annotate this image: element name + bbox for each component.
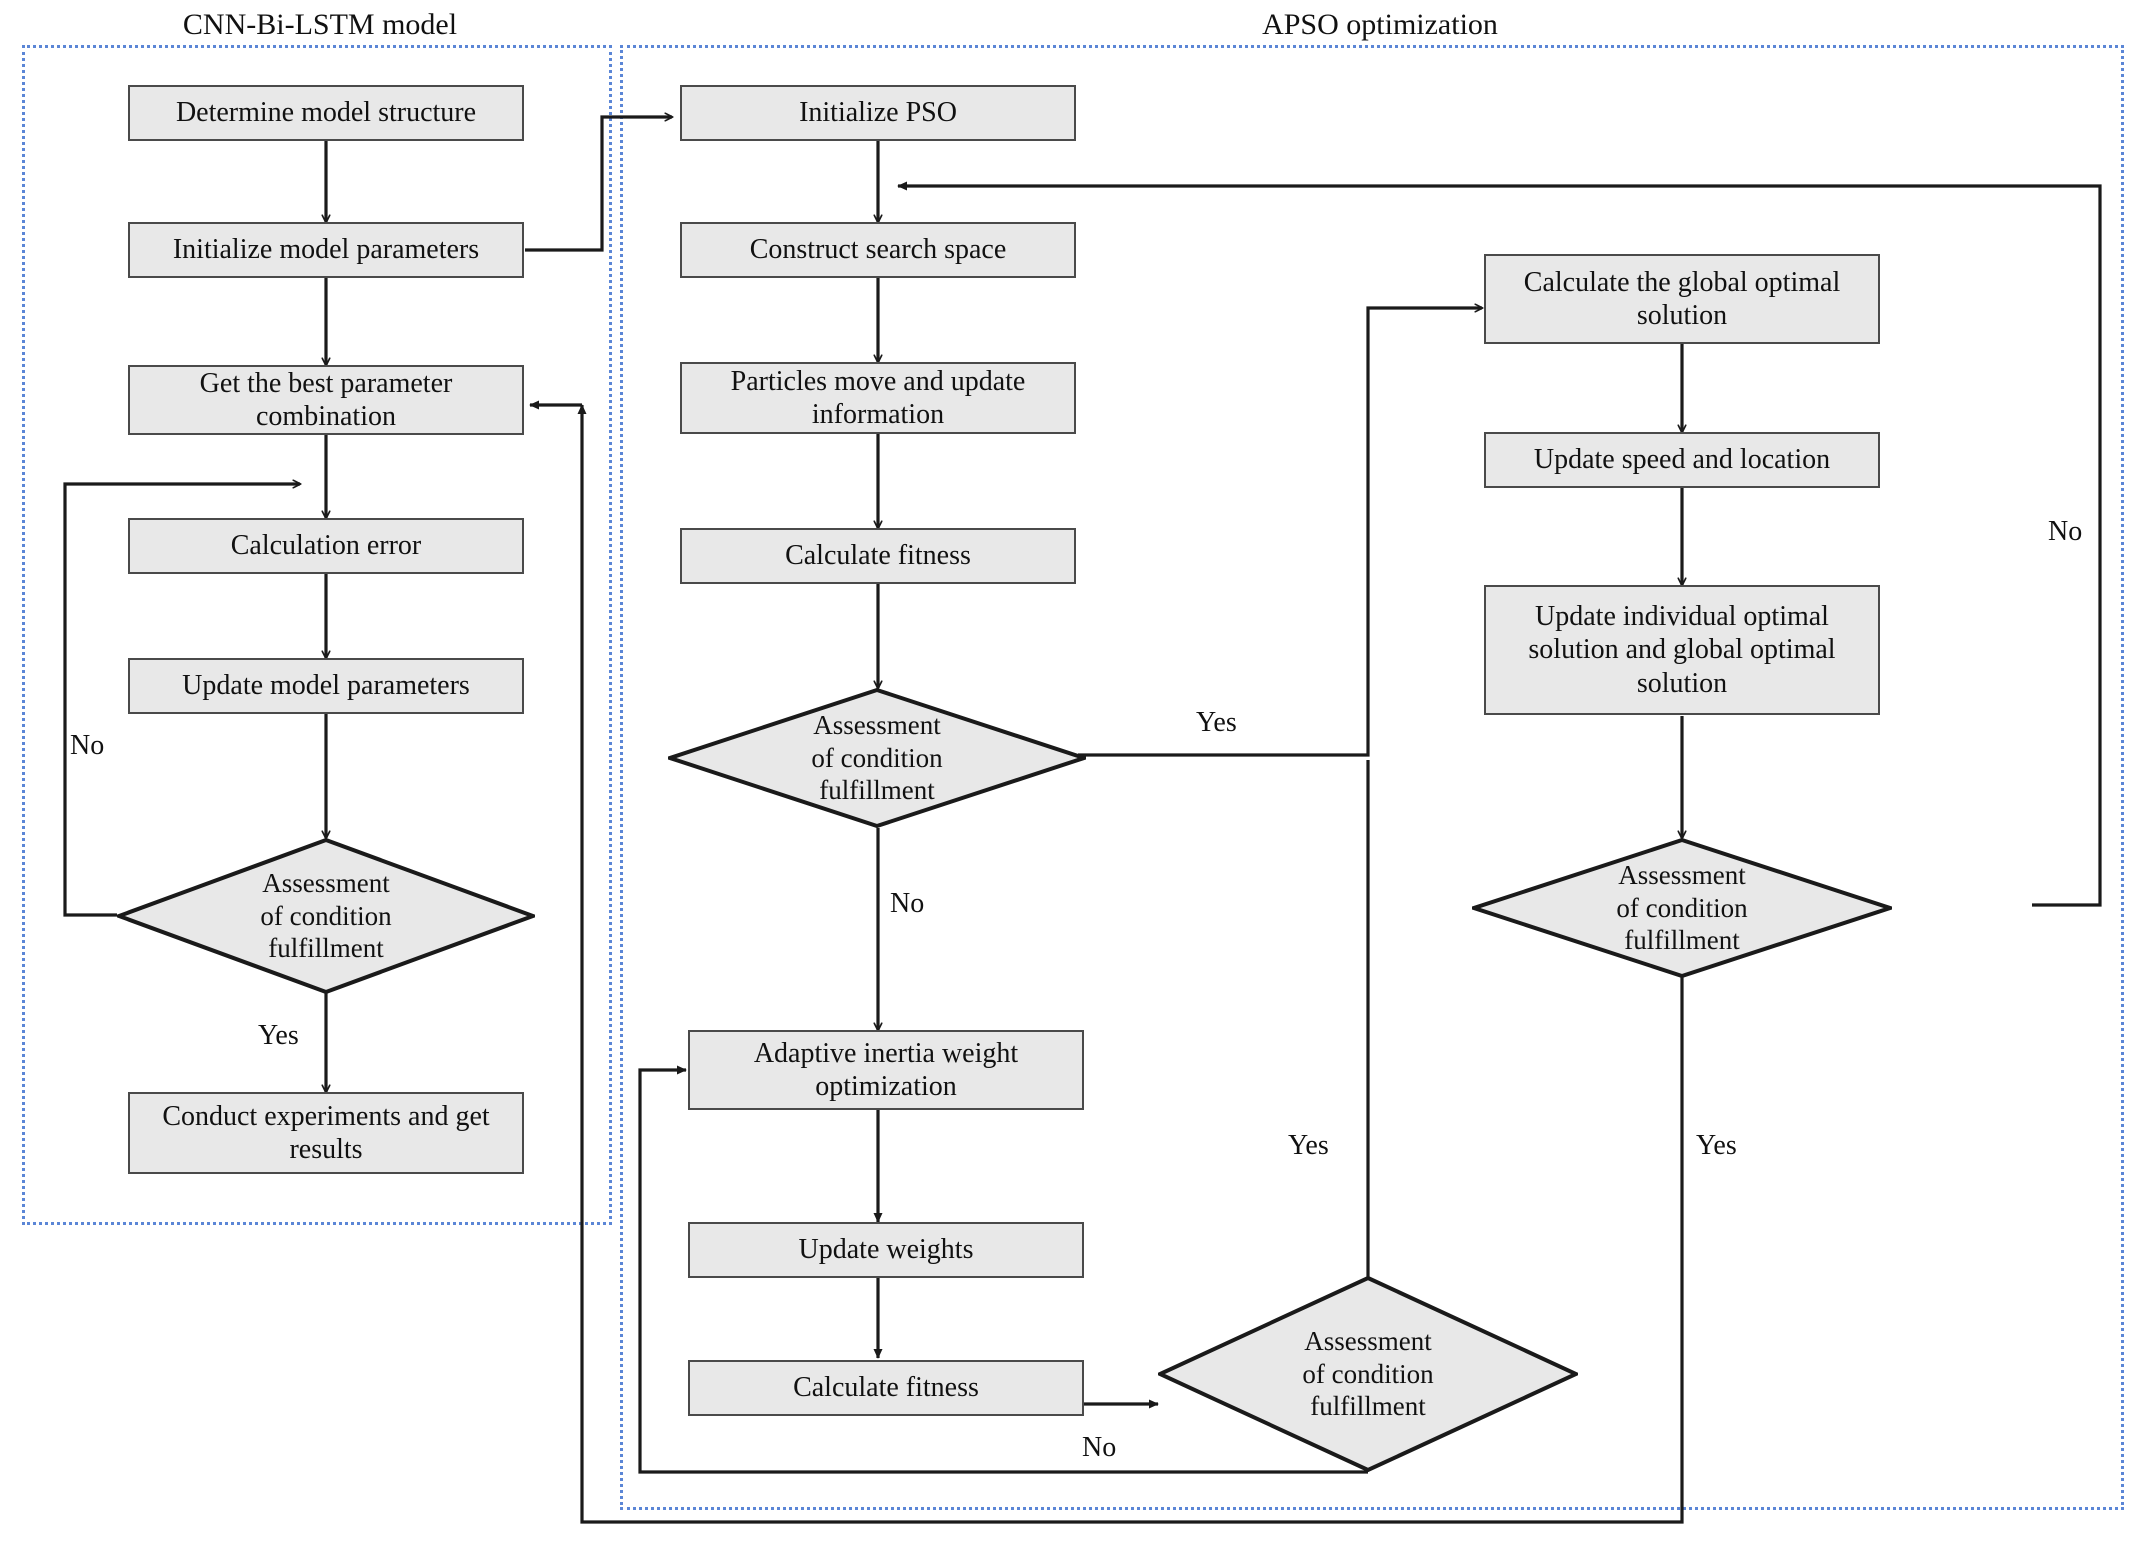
node-assessment-middle[interactable]: Assessment of condition fulfillment: [668, 688, 1086, 828]
node-particles-move-update[interactable]: Particles move and update information: [680, 362, 1076, 434]
assessment-right-label: Assessment of condition fulfillment: [1616, 860, 1748, 956]
node-assessment-right[interactable]: Assessment of condition fulfillment: [1472, 838, 1892, 978]
node-calculate-global-optimal[interactable]: Calculate the global optimal solution: [1484, 254, 1880, 344]
assessment-left-label: Assessment of condition fulfillment: [260, 868, 392, 964]
node-assessment-bottom[interactable]: Assessment of condition fulfillment: [1158, 1276, 1578, 1472]
node-update-weights[interactable]: Update weights: [688, 1222, 1084, 1278]
node-assessment-left[interactable]: Assessment of condition fulfillment: [117, 838, 535, 994]
node-initialize-model-parameters[interactable]: Initialize model parameters: [128, 222, 524, 278]
node-get-best-parameter-combination[interactable]: Get the best parameter combination: [128, 365, 524, 435]
edge-label-bottom-yes: Yes: [1288, 1130, 1329, 1161]
edge-label-middle-yes: Yes: [1196, 707, 1237, 738]
edge-label-left-yes: Yes: [258, 1020, 299, 1051]
node-initialize-pso[interactable]: Initialize PSO: [680, 85, 1076, 141]
node-calculation-error[interactable]: Calculation error: [128, 518, 524, 574]
assessment-bottom-label: Assessment of condition fulfillment: [1302, 1326, 1434, 1422]
node-determine-model-structure[interactable]: Determine model structure: [128, 85, 524, 141]
node-update-speed-location[interactable]: Update speed and location: [1484, 432, 1880, 488]
assessment-middle-label: Assessment of condition fulfillment: [811, 710, 943, 806]
edge-label-right-yes: Yes: [1696, 1130, 1737, 1161]
node-calculate-fitness-top[interactable]: Calculate fitness: [680, 528, 1076, 584]
node-update-model-parameters[interactable]: Update model parameters: [128, 658, 524, 714]
node-conduct-experiments[interactable]: Conduct experiments and get results: [128, 1092, 524, 1174]
node-update-individual-global[interactable]: Update individual optimal solution and g…: [1484, 585, 1880, 715]
panel-title-apso: APSO optimization: [1262, 8, 1498, 41]
node-construct-search-space[interactable]: Construct search space: [680, 222, 1076, 278]
edge-label-right-no: No: [2048, 516, 2083, 547]
node-calculate-fitness-bottom[interactable]: Calculate fitness: [688, 1360, 1084, 1416]
edge-label-bottom-no: No: [1082, 1432, 1117, 1463]
edge-label-left-no: No: [70, 730, 105, 761]
edge-label-middle-no: No: [890, 888, 925, 919]
panel-title-cnn-bilstm: CNN-Bi-LSTM model: [182, 8, 458, 41]
node-adaptive-inertia-weight[interactable]: Adaptive inertia weight optimization: [688, 1030, 1084, 1110]
